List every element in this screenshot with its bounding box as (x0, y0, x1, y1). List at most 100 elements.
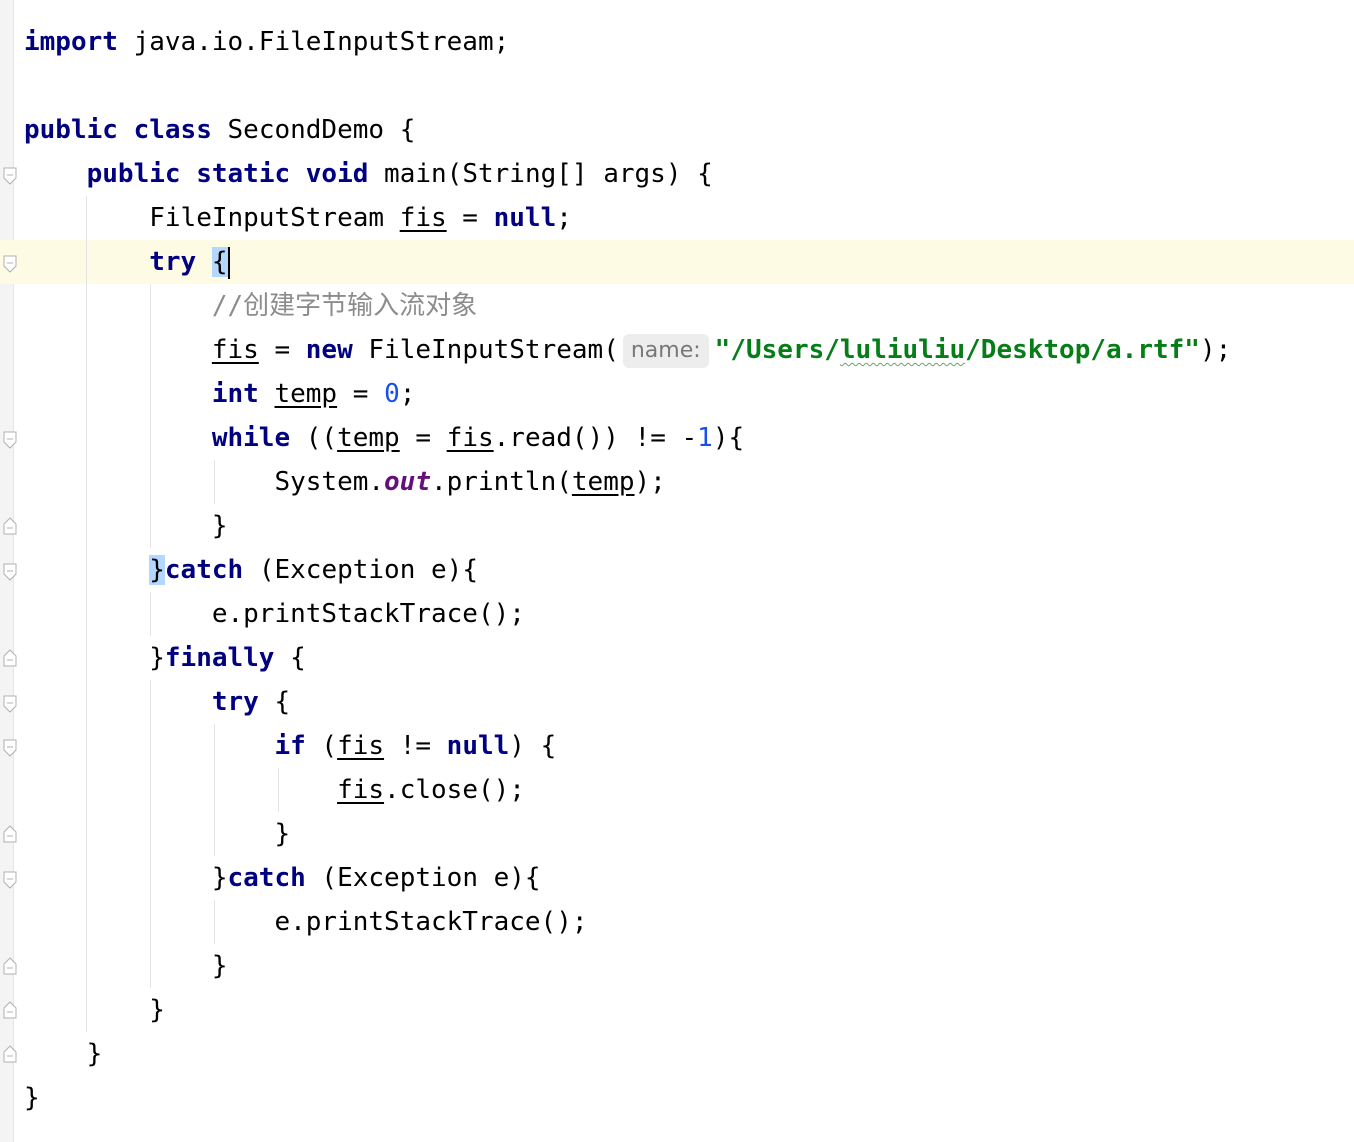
keyword: catch (164, 555, 244, 585)
static-field: out (384, 467, 431, 497)
comment: //创建字节输入流对象 (211, 291, 478, 321)
code-line-22[interactable]: } (24, 944, 228, 988)
code-text: FileInputStream( (352, 335, 619, 365)
indent-guide (86, 196, 87, 1032)
code-line-14[interactable]: e.printStackTrace(); (24, 592, 525, 636)
matched-brace: } (149, 555, 165, 585)
indent-guide (150, 592, 151, 636)
code-line-6[interactable]: try { (24, 240, 230, 284)
code-line-1[interactable]: import java.io.FileInputStream; (24, 20, 509, 64)
indent-guide (214, 900, 215, 944)
code-text: ( (305, 731, 338, 761)
keyword: catch (227, 863, 306, 893)
code-text: } (211, 511, 228, 541)
code-text: } (149, 995, 165, 1025)
code-line-4[interactable]: public static void main(String[] args) { (24, 152, 713, 196)
code-text: } (24, 1083, 40, 1113)
code-text: != (384, 731, 447, 761)
keyword: try (211, 687, 259, 717)
code-text: = (446, 203, 494, 233)
fold-open-icon[interactable] (3, 739, 17, 757)
keyword: import (24, 27, 118, 57)
code-text: { (258, 687, 291, 717)
fold-open-icon[interactable] (3, 255, 17, 273)
code-text: e.printStackTrace(); (274, 907, 588, 937)
code-line-24[interactable]: } (24, 1032, 103, 1076)
code-text: } (86, 1039, 103, 1069)
code-text: ){ (712, 423, 745, 453)
parameter-name-hint: name: (622, 333, 709, 368)
fold-open-icon[interactable] (3, 431, 17, 449)
code-line-13[interactable]: }catch (Exception e){ (24, 548, 478, 592)
code-text: .println( (431, 467, 572, 497)
code-line-3[interactable]: public class SecondDemo { (24, 108, 415, 152)
code-text: = (337, 379, 385, 409)
fold-close-icon[interactable] (3, 825, 17, 843)
code-text: = (399, 423, 447, 453)
code-line-16[interactable]: try { (24, 680, 290, 724)
code-text: } (211, 863, 228, 893)
variable: temp (571, 467, 635, 497)
code-text: .read()) != - (493, 423, 698, 453)
fold-close-icon[interactable] (3, 1045, 17, 1063)
code-text: FileInputStream (149, 203, 400, 233)
code-line-15[interactable]: }finally { (24, 636, 306, 680)
code-line-10[interactable]: while ((temp = fis.read()) != -1){ (24, 416, 744, 460)
variable: fis (446, 423, 494, 453)
code-text: ); (1199, 335, 1232, 365)
code-text: main(String[] args) { (368, 159, 713, 189)
code-line-5[interactable]: FileInputStream fis = null; (24, 196, 572, 240)
code-text: { (274, 643, 306, 673)
indent-guide (150, 680, 151, 988)
fold-close-icon[interactable] (3, 649, 17, 667)
code-line-18[interactable]: fis.close(); (24, 768, 525, 812)
code-text: ; (399, 379, 416, 409)
code-line-20[interactable]: }catch (Exception e){ (24, 856, 541, 900)
fold-open-icon[interactable] (3, 563, 17, 581)
spelling-warning[interactable]: luliuliu (839, 335, 966, 365)
code-line-25[interactable]: } (24, 1076, 40, 1120)
keyword: if (274, 731, 306, 761)
code-line-21[interactable]: e.printStackTrace(); (24, 900, 588, 944)
code-line-11[interactable]: System.out.println(temp); (24, 460, 666, 504)
code-text: ); (634, 467, 666, 497)
keyword: while (211, 423, 291, 453)
variable: fis (211, 335, 259, 365)
code-text: ; (556, 203, 572, 233)
code-text: } (149, 643, 165, 673)
keyword: int (211, 379, 259, 409)
code-text: SecondDemo { (211, 115, 416, 145)
string-literal: "/Users/ (714, 335, 840, 365)
fold-close-icon[interactable] (3, 517, 17, 535)
code-line-19[interactable]: } (24, 812, 290, 856)
keyword: void (305, 159, 369, 189)
keyword: public (86, 159, 181, 189)
code-line-9[interactable]: int temp = 0; (24, 372, 416, 416)
keyword: class (133, 115, 212, 145)
string-literal: /Desktop/a.rtf" (965, 335, 1200, 365)
code-text (259, 379, 275, 409)
code-text: } (274, 819, 291, 849)
indent-guide (214, 460, 215, 504)
code-line-17[interactable]: if (fis != null) { (24, 724, 556, 768)
code-line-23[interactable]: } (24, 988, 165, 1032)
fold-close-icon[interactable] (3, 1001, 17, 1019)
fold-open-icon[interactable] (3, 871, 17, 889)
code-text: } (211, 951, 228, 981)
number-literal: 0 (384, 379, 400, 409)
fold-open-icon[interactable] (3, 695, 17, 713)
matched-brace: { (211, 247, 228, 277)
indent-guide (214, 724, 215, 856)
fold-close-icon[interactable] (3, 957, 17, 975)
fold-open-icon[interactable] (3, 167, 17, 185)
code-text: (Exception e){ (243, 555, 478, 585)
code-line-7[interactable]: //创建字节输入流对象 (24, 284, 477, 328)
keyword: null (493, 203, 557, 233)
indent-guide (150, 284, 151, 548)
variable: fis (337, 775, 385, 805)
code-text: (Exception e){ (305, 863, 541, 893)
code-line-12[interactable]: } (24, 504, 228, 548)
code-line-8[interactable]: fis = new FileInputStream(name:"/Users/l… (24, 328, 1231, 372)
code-text: .close(); (384, 775, 525, 805)
